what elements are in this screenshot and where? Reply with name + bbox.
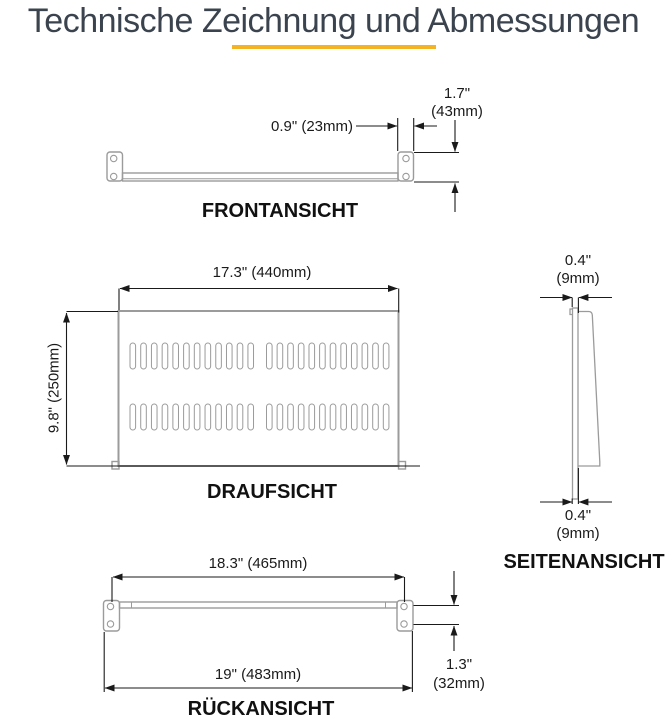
- side-top-thickness-mm: (9mm): [556, 270, 600, 287]
- side-bottom-thickness-inches: 0.4": [564, 507, 592, 524]
- rear-view-dimension-lines: [103, 571, 459, 692]
- front-height-dimension-inches: 1.7": [443, 85, 471, 102]
- top-depth-dimension: 9.8" (250mm): [45, 342, 63, 434]
- side-top-thickness-inches: 0.4": [564, 252, 592, 269]
- top-width-dimension: 17.3" (440mm): [212, 264, 312, 281]
- rear-hole-offset-inches: 1.3": [445, 656, 473, 673]
- rear-hole-span-dimension: 18.3" (465mm): [208, 555, 308, 572]
- side-bottom-thickness-mm: (9mm): [556, 525, 600, 542]
- rear-hole-offset-mm: (32mm): [433, 675, 485, 692]
- side-view-dimension-lines: [540, 294, 612, 506]
- front-ear-width-dimension: 0.9" (23mm): [270, 118, 353, 135]
- front-view-dimension-lines: [356, 118, 459, 212]
- top-view-drawing: [63, 285, 420, 470]
- rear-view-drawing: [102, 571, 459, 692]
- rear-view-shelf-outline: [102, 599, 414, 632]
- side-view-label: SEITENANSICHT: [503, 551, 665, 573]
- rear-view-label: RÜCKANSICHT: [187, 698, 335, 720]
- side-view-shelf-outline: [569, 307, 601, 500]
- front-view-shelf-outline: [106, 151, 415, 182]
- top-view-shelf-outline: [111, 310, 407, 470]
- front-view-label: FRONTANSICHT: [201, 200, 359, 222]
- front-height-dimension-mm: (43mm): [431, 103, 483, 120]
- side-view-drawing: [540, 294, 612, 506]
- vent-slots: [129, 342, 390, 431]
- title-accent-rule: [232, 45, 436, 49]
- page-title: Technische Zeichnung und Abmessungen: [27, 2, 640, 40]
- top-view-label: DRAUFSICHT: [207, 481, 337, 503]
- front-view-drawing: [106, 118, 459, 212]
- rear-total-width-dimension: 19" (483mm): [214, 666, 302, 683]
- top-view-dimension-lines: [63, 285, 420, 467]
